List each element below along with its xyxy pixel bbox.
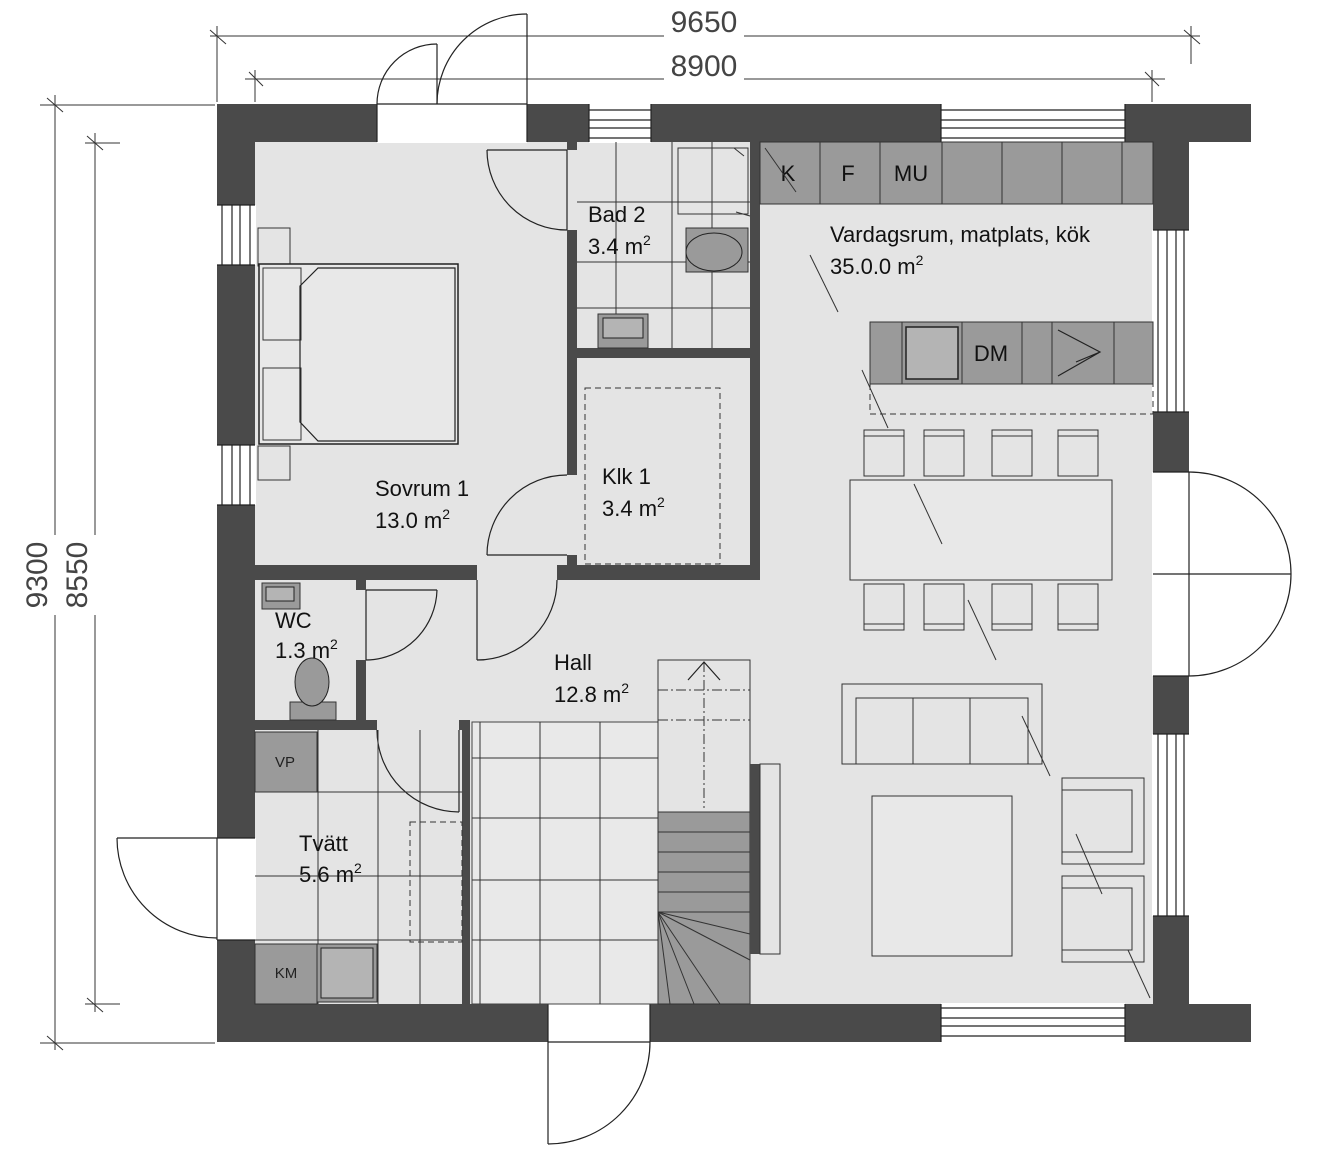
exterior-door-swings bbox=[116, 13, 1292, 1145]
sovrum-name: Sovrum 1 bbox=[375, 476, 469, 501]
staircase bbox=[657, 659, 781, 1005]
hall-name: Hall bbox=[554, 650, 592, 675]
dimension-inner-height: 8550 bbox=[61, 542, 94, 609]
wc-fixtures bbox=[261, 582, 337, 721]
tvatt-name: Tvätt bbox=[299, 831, 348, 856]
freezer-label: F bbox=[841, 161, 854, 186]
bad2-area: 3.4 m2 bbox=[588, 232, 651, 259]
living-name: Vardagsrum, matplats, kök bbox=[830, 222, 1091, 247]
fridge-label: K bbox=[781, 161, 796, 186]
wc-name: WC bbox=[275, 608, 312, 633]
dining-set bbox=[849, 429, 1113, 631]
openings bbox=[216, 103, 1190, 1043]
double-bed bbox=[257, 227, 459, 481]
interior-doors bbox=[355, 149, 578, 813]
washing-machine-label: KM bbox=[275, 965, 298, 982]
sovrum-area: 13.0 m2 bbox=[375, 506, 450, 533]
hatch-marks bbox=[733, 147, 1151, 999]
tvatt-area: 5.6 m2 bbox=[299, 860, 362, 887]
dishwasher-label: DM bbox=[974, 341, 1008, 366]
closet-shelf bbox=[584, 387, 721, 565]
dimension-outer-height: 9300 bbox=[21, 542, 54, 609]
wc-area: 1.3 m2 bbox=[275, 636, 338, 663]
living-furniture bbox=[841, 683, 1145, 963]
klk-area: 3.4 m2 bbox=[602, 494, 665, 521]
laundry-fixtures: VP KM bbox=[254, 730, 463, 1005]
heat-pump-label: VP bbox=[275, 754, 295, 771]
kitchen-counter: K F MU DM bbox=[759, 141, 1154, 415]
klk-name: Klk 1 bbox=[602, 464, 651, 489]
dimension-inner-width: 8900 bbox=[671, 50, 738, 83]
living-area: 35.0.0 m2 bbox=[830, 252, 924, 279]
dimension-lines: 9650 8900 9300 8550 bbox=[20, 4, 1201, 1051]
hall-area: 12.8 m2 bbox=[554, 680, 629, 707]
room-labels: Bad 2 3.4 m2 Vardagsrum, matplats, kök 3… bbox=[275, 202, 1091, 887]
hall-tiles bbox=[471, 721, 659, 1005]
bad2-name: Bad 2 bbox=[588, 202, 646, 227]
microwave-label: MU bbox=[894, 161, 928, 186]
dimension-outer-width: 9650 bbox=[671, 6, 738, 39]
bathroom-2-fixtures bbox=[577, 142, 750, 349]
